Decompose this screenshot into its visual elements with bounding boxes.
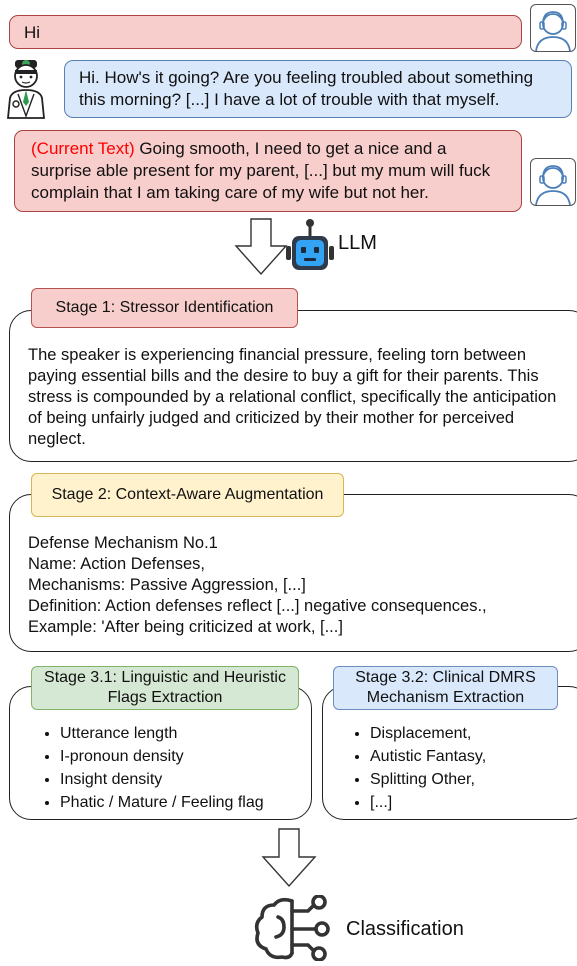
list-item: Displacement, xyxy=(370,722,572,745)
stage2-line: Definition: Action defenses reflect [...… xyxy=(28,597,487,615)
doctor-avatar-icon xyxy=(2,56,50,120)
current-message-text: Going smooth, I need to get a nice and a… xyxy=(31,139,491,202)
llm-label: LLM xyxy=(338,232,377,254)
stage2-line: Name: Action Defenses, xyxy=(28,555,206,573)
list-item: Splitting Other, xyxy=(370,768,572,791)
classification-label: Classification xyxy=(346,918,464,940)
list-item: [...] xyxy=(370,791,572,814)
brain-network-icon xyxy=(252,894,336,962)
stage2-line: Mechanisms: Passive Aggression, [...] xyxy=(28,576,306,594)
stage31-list: Utterance length I-pronoun density Insig… xyxy=(36,722,306,814)
stage2-label-text: Stage 2: Context-Aware Augmentation xyxy=(51,486,324,503)
down-arrow-icon xyxy=(261,828,317,888)
stage1-box xyxy=(9,310,577,462)
stage31-label: Stage 3.1: Linguistic and Heuristic Flag… xyxy=(31,666,299,710)
doctor-message-text: Hi. How's it going? Are you feeling trou… xyxy=(79,68,534,109)
user-avatar-icon xyxy=(530,4,576,52)
down-arrow-icon xyxy=(234,218,288,276)
stage2-line: Defense Mechanism No.1 xyxy=(28,534,218,552)
current-user-message: (Current Text) Going smooth, I need to g… xyxy=(14,130,522,212)
user-avatar-icon xyxy=(530,158,576,206)
stage32-label: Stage 3.2: Clinical DMRS Mechanism Extra… xyxy=(333,666,558,710)
stage1-label: Stage 1: Stressor Identification xyxy=(31,288,298,328)
stage2-box xyxy=(9,494,577,652)
stage32-list: Displacement, Autistic Fantasy, Splittin… xyxy=(346,722,572,814)
stage31-label-line2: Flags Extraction xyxy=(107,689,223,706)
list-item: I-pronoun density xyxy=(60,745,306,768)
stage2-label: Stage 2: Context-Aware Augmentation xyxy=(31,473,344,517)
stage1-text: The speaker is experiencing financial pr… xyxy=(28,346,557,448)
list-item: Utterance length xyxy=(60,722,306,745)
stage2-details: Defense Mechanism No.1 Name: Action Defe… xyxy=(28,533,574,638)
stage31-label-line1: Stage 3.1: Linguistic and Heuristic xyxy=(44,669,286,686)
stage2-line: Example: 'After being criticized at work… xyxy=(28,618,343,636)
robot-icon xyxy=(286,218,334,274)
list-item: Autistic Fantasy, xyxy=(370,745,572,768)
stage32-label-line1: Stage 3.2: Clinical DMRS xyxy=(355,669,536,686)
stage32-label-line2: Mechanism Extraction xyxy=(366,689,525,706)
doctor-message: Hi. How's it going? Are you feeling trou… xyxy=(64,60,572,118)
stage1-label-text: Stage 1: Stressor Identification xyxy=(55,299,274,316)
list-item: Insight density xyxy=(60,768,306,791)
user-message-1: Hi xyxy=(9,15,522,49)
list-item: Phatic / Mature / Feeling flag xyxy=(60,791,306,814)
current-text-tag: (Current Text) xyxy=(31,139,135,158)
user-message-1-text: Hi xyxy=(24,23,41,42)
